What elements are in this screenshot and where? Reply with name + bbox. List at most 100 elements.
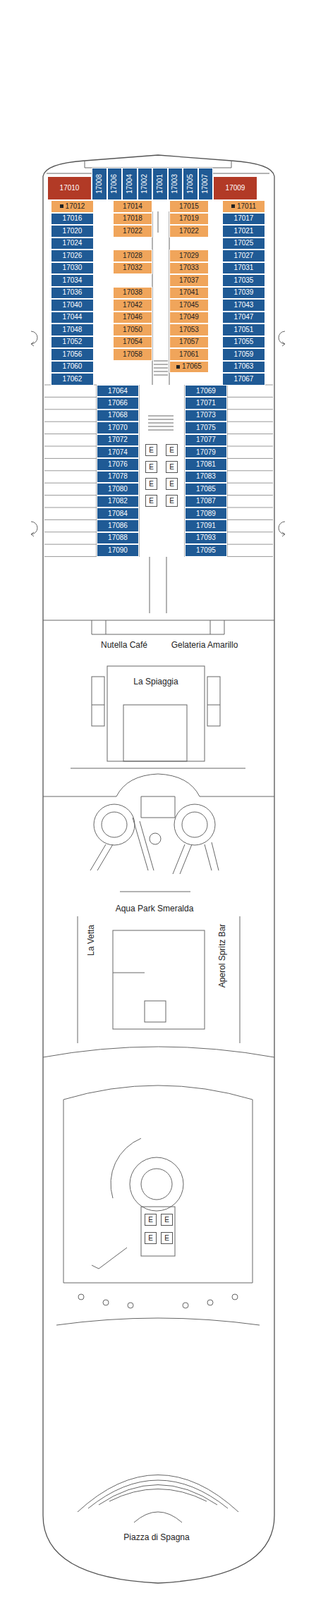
cabin-number: 17055 xyxy=(234,338,254,346)
cabin-number: 17061 xyxy=(179,351,199,359)
cabin-number: 17033 xyxy=(179,264,199,272)
cabin-number: 17031 xyxy=(234,264,254,272)
cabin-number: 17093 xyxy=(196,534,216,542)
accessible-icon xyxy=(59,204,64,209)
cabin-box: 17054 xyxy=(112,336,153,350)
cabin-number: 17080 xyxy=(107,485,128,494)
cabin-box: 17028 xyxy=(112,249,153,263)
cabin-box: 17024 xyxy=(50,237,94,251)
cabin-number: 17090 xyxy=(107,547,128,555)
cabin-box: 17010 xyxy=(47,176,92,201)
cabin-box: 17019 xyxy=(169,213,209,226)
cabin-number: 17014 xyxy=(122,203,143,211)
cabin-box: 17011 xyxy=(222,200,266,214)
cabin-number: 17048 xyxy=(62,326,83,334)
cabin-box: 17082 xyxy=(96,495,139,508)
cabin-number: 17045 xyxy=(179,301,199,309)
cabin-number: 17029 xyxy=(179,252,199,260)
cabin-box: 17055 xyxy=(222,336,266,350)
cabin-number: 17018 xyxy=(122,215,143,223)
cabin-number: 17085 xyxy=(196,485,216,494)
cabin-box: 17001 xyxy=(152,167,168,201)
cabin-number: 17030 xyxy=(62,264,83,272)
cabin-number: 17060 xyxy=(62,363,83,371)
cabin-number: 17057 xyxy=(179,338,199,346)
elevator-box: E xyxy=(165,444,178,457)
area-label: Aperol Spritz Bar xyxy=(217,923,228,991)
balcony-divider xyxy=(44,544,273,546)
cabin-box: 17037 xyxy=(169,274,209,288)
cabin-number: 17004 xyxy=(126,174,134,194)
cabin-box: 17012 xyxy=(50,200,94,214)
cabin-number: 17058 xyxy=(122,351,143,359)
cabin-number: 17041 xyxy=(179,289,199,297)
elevator-letter: E xyxy=(169,464,175,472)
cabin-box: 17060 xyxy=(50,361,94,374)
cabin-box: 17065 xyxy=(169,361,209,374)
cabin-number: 17010 xyxy=(59,184,80,192)
elevator-box: E xyxy=(145,444,158,457)
cabin-number: 17015 xyxy=(179,203,199,211)
cabin-box: 17007 xyxy=(198,167,214,201)
balcony-divider xyxy=(44,446,273,448)
cabin-number: 17067 xyxy=(234,375,254,384)
elevator-letter: E xyxy=(148,447,154,455)
cabin-box: 17068 xyxy=(96,409,139,422)
cabin-box: 17016 xyxy=(50,213,94,226)
cabin-box: 17095 xyxy=(184,544,228,557)
cabin-number: 17016 xyxy=(62,215,83,223)
cabin-box: 17042 xyxy=(112,299,153,312)
cabin-number: 17037 xyxy=(179,277,199,285)
area-label: Aqua Park Smeralda xyxy=(114,904,196,915)
balcony-divider xyxy=(44,421,273,423)
cabin-number: 17088 xyxy=(107,534,128,542)
cabin-box: 17041 xyxy=(169,287,209,300)
cabin-box: 17064 xyxy=(96,385,139,398)
cabin-box: 17084 xyxy=(96,507,139,520)
elevator-box: E xyxy=(145,495,158,508)
cabin-box: 17078 xyxy=(96,471,139,484)
cabin-number: 17086 xyxy=(107,522,128,530)
balcony-divider xyxy=(44,507,273,509)
area-label: Piazza di Spagna xyxy=(122,1534,191,1545)
cabin-number: 17083 xyxy=(196,473,216,481)
cabin-number: 17089 xyxy=(196,510,216,518)
cabin-number: 17076 xyxy=(107,461,128,469)
elevator-box: E xyxy=(160,1214,173,1227)
cabin-box: 17079 xyxy=(184,446,228,459)
cabin-box: 17025 xyxy=(222,237,266,251)
balcony-divider xyxy=(44,409,273,410)
elevator-letter: E xyxy=(148,1235,154,1243)
cabin-number: 17022 xyxy=(179,227,199,235)
elevator-letter: E xyxy=(169,447,175,455)
balcony-divider xyxy=(44,458,273,460)
cabin-box: 17073 xyxy=(184,409,228,422)
cabin-box: 17029 xyxy=(169,249,209,263)
cabin-box: 17033 xyxy=(169,262,209,276)
cabin-box: 17090 xyxy=(96,544,139,557)
cabin-number: 17043 xyxy=(234,301,254,309)
cabin-number: 17038 xyxy=(122,289,143,297)
cabin-box: 17066 xyxy=(96,397,139,410)
cabin-box: 17076 xyxy=(96,458,139,471)
cabin-number: 17003 xyxy=(171,174,179,194)
cabin-number: 17005 xyxy=(186,174,194,194)
cabin-number: 17084 xyxy=(107,510,128,518)
cabin-box: 17067 xyxy=(222,373,266,386)
cabin-number: 17042 xyxy=(122,301,143,309)
cabin-number: 17074 xyxy=(107,449,128,457)
cabin-box: 17056 xyxy=(50,348,94,362)
cabin-box: 17031 xyxy=(222,262,266,276)
cabin-number: 17006 xyxy=(110,174,118,194)
elevator-box: E xyxy=(144,1232,157,1245)
cabin-number: 17040 xyxy=(62,301,83,309)
accessible-icon xyxy=(176,365,180,369)
cabin-box: 17093 xyxy=(184,532,228,545)
cabin-box: 17009 xyxy=(213,176,258,201)
cabin-box: 17050 xyxy=(112,323,153,337)
cabin-number: 17078 xyxy=(107,473,128,481)
cabin-box: 17083 xyxy=(184,471,228,484)
cabin-number: 17051 xyxy=(234,326,254,334)
cabin-number: 17009 xyxy=(225,184,246,192)
